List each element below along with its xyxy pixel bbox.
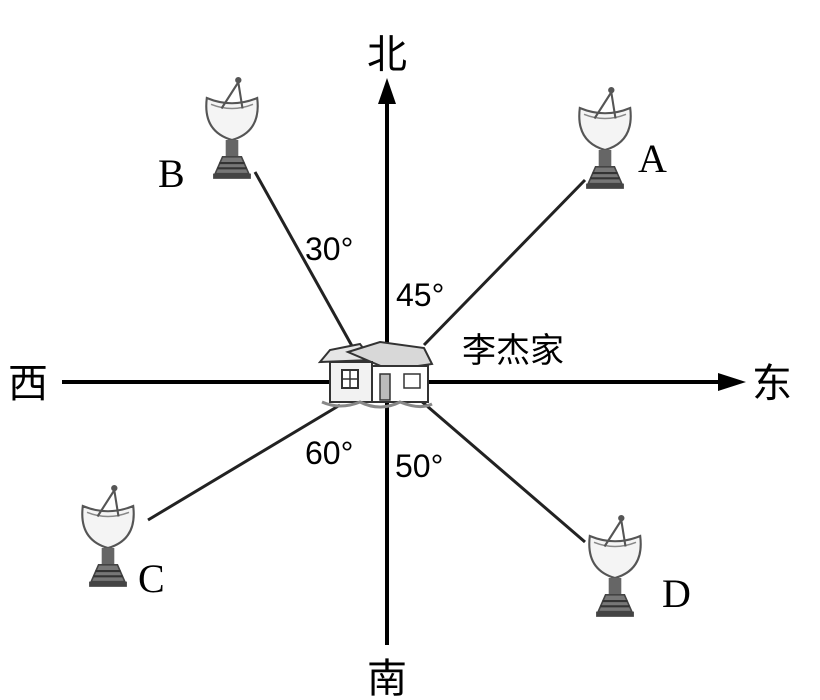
east-arrowhead bbox=[718, 373, 746, 391]
angle-label-A: 45° bbox=[396, 277, 444, 313]
angle-label-C: 60° bbox=[305, 435, 353, 471]
north-label: 北 bbox=[367, 32, 407, 78]
north-arrowhead bbox=[378, 78, 396, 104]
east-label: 东 bbox=[752, 361, 792, 407]
satellite-dish-icon-B bbox=[205, 75, 259, 180]
ray-to-D bbox=[419, 398, 586, 544]
satellite-dish-icon-A bbox=[578, 85, 632, 190]
ray-to-B bbox=[253, 171, 354, 347]
angle-label-B: 30° bbox=[305, 231, 353, 267]
ray-to-C bbox=[147, 403, 341, 522]
point-label-A: A bbox=[638, 136, 667, 181]
house-icon bbox=[317, 340, 434, 409]
point-label-C: C bbox=[138, 556, 165, 601]
point-label-D: D bbox=[662, 571, 691, 616]
ray-to-A bbox=[422, 178, 587, 347]
home-label: 李杰家 bbox=[462, 331, 564, 371]
west-label: 西 bbox=[8, 361, 48, 407]
angle-label-D: 50° bbox=[395, 448, 443, 484]
point-label-B: B bbox=[158, 151, 185, 196]
south-label: 南 bbox=[367, 656, 407, 700]
satellite-dish-icon-D bbox=[588, 513, 642, 618]
satellite-dish-icon-C bbox=[81, 483, 135, 588]
